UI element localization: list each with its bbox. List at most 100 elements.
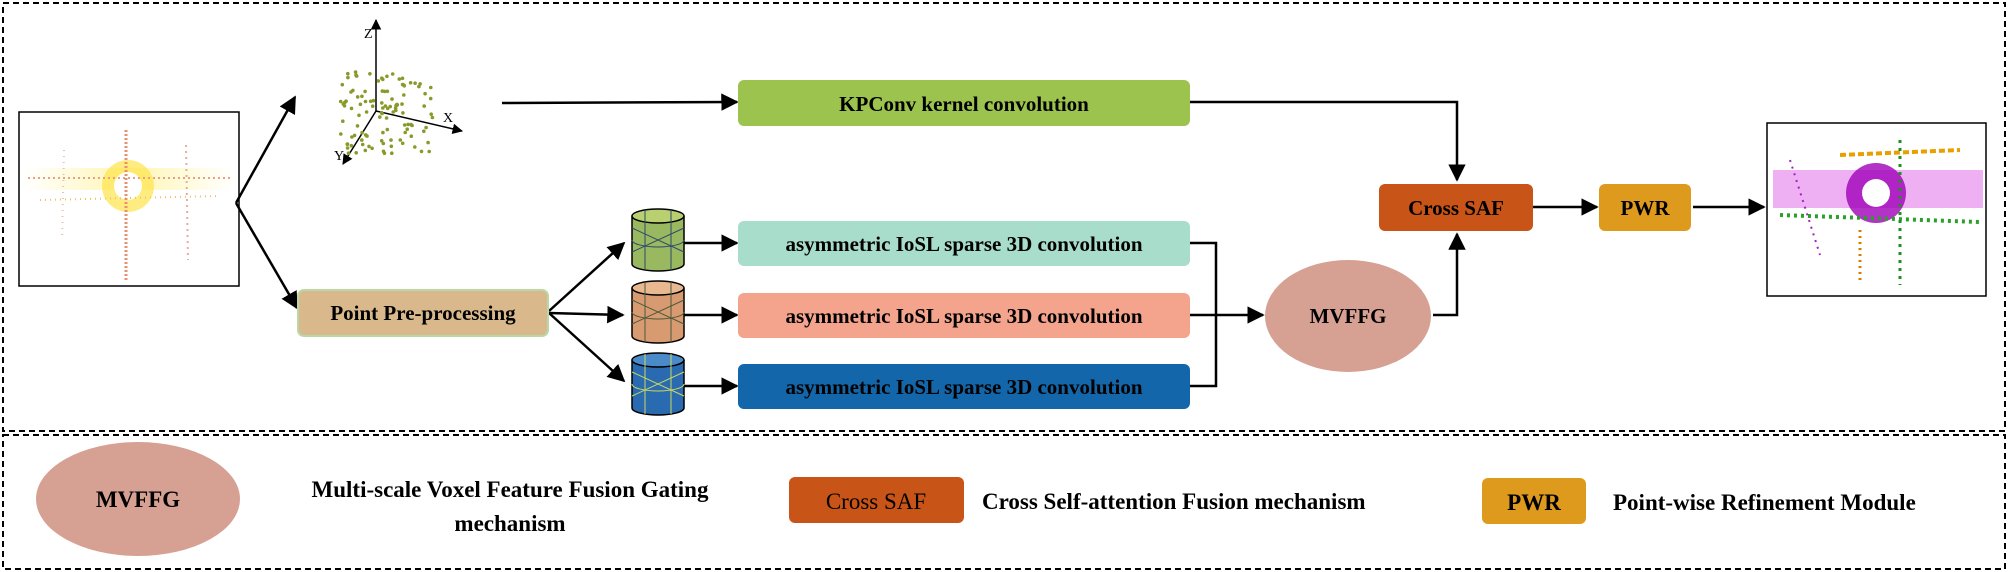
point-cloud-dot [338, 99, 343, 104]
point-cloud-dot [385, 106, 390, 111]
point-cloud-dot [379, 110, 384, 115]
point-cloud-dot [426, 140, 430, 145]
point-cloud-dot [363, 99, 368, 104]
conv-c-label: asymmetric IoSL sparse 3D convolution [786, 375, 1143, 399]
output-segmented-point-cloud-image [1766, 122, 1987, 297]
point-cloud-dot [409, 122, 413, 127]
conv-box-b: asymmetric IoSL sparse 3D convolution [738, 293, 1190, 338]
point-cloud-dot [429, 85, 433, 90]
point-cloud-dot [418, 82, 422, 86]
point-cloud-dot [351, 88, 355, 93]
point-cloud-dot [390, 151, 394, 155]
legend-pwr-desc: Point-wise Refinement Module [1613, 490, 1916, 515]
point-cloud-dot [401, 111, 405, 115]
point-cloud-dot [406, 122, 410, 127]
point-cloud-dot [378, 115, 382, 119]
x-axis-label: X [443, 111, 453, 126]
point-cloud-dot [355, 124, 360, 128]
point-cloud-dot [422, 104, 427, 108]
conv-box-c: asymmetric IoSL sparse 3D convolution [738, 364, 1190, 409]
point-cloud-dot [363, 148, 368, 153]
point-cloud-dot [390, 72, 395, 76]
legend-cross-saf-badge [789, 477, 964, 523]
point-cloud-dot [370, 146, 374, 151]
point-cloud-dot [405, 127, 410, 131]
point-cloud-dot [390, 97, 394, 101]
conv-a-label: asymmetric IoSL sparse 3D convolution [786, 232, 1143, 256]
point-cloud-dot [395, 102, 399, 107]
point-cloud-dot [376, 79, 381, 83]
legend-pwr-badge-label: PWR [1507, 490, 1561, 515]
point-preprocessing-box: Point Pre-processing [297, 289, 549, 337]
point-cloud-dot [402, 84, 407, 88]
point-cloud-dot [419, 149, 424, 154]
point-cloud-dot [357, 113, 361, 118]
point-cloud-dot [400, 102, 404, 106]
arrow-to-preprocessing [234, 202, 299, 310]
legend-cross-saf-desc: Cross Self-attention Fusion mechanism [982, 489, 1366, 514]
point-cloud-dot [355, 95, 360, 99]
point-cloud-dot [354, 151, 359, 155]
arrow-to-kpconv [501, 93, 739, 111]
point-cloud-dot [380, 101, 384, 105]
point-cloud-dot [368, 99, 373, 104]
point-cloud-dot [383, 104, 388, 108]
conv-b-label: asymmetric IoSL sparse 3D convolution [786, 304, 1143, 328]
point-cloud-dot [363, 89, 367, 94]
point-cloud-dot [363, 133, 368, 137]
point-cloud-dot [345, 142, 350, 146]
point-cloud-dot [349, 143, 354, 148]
point-cloud-dot [389, 138, 393, 142]
point-cloud-dot [381, 106, 385, 110]
point-cloud-dot [339, 132, 343, 136]
point-cloud-dot [397, 77, 402, 81]
point-cloud-dot [427, 149, 432, 154]
point-cloud-dot [381, 141, 386, 146]
point-cloud-dot [382, 89, 387, 94]
voxel-cylinder-a [631, 208, 685, 272]
point-cloud-dot [352, 133, 357, 138]
point-cloud-dot [358, 102, 363, 107]
legend-cross-saf-badge-label: Cross SAF [826, 489, 926, 514]
point-cloud-dot [408, 81, 413, 85]
arrow-to-voxel-c [548, 312, 626, 383]
point-cloud-dot [430, 115, 435, 120]
legend-mvffg-badge-label: MVFFG [96, 487, 180, 512]
mvffg-node: MVFFG [1265, 260, 1431, 372]
legend-mvffg-desc-line2: mechanism [454, 511, 565, 536]
point-cloud-dot [385, 74, 389, 79]
point-cloud-dot [341, 119, 345, 123]
point-cloud-dot [350, 135, 354, 139]
point-cloud-dot [380, 76, 384, 80]
point-cloud-dot [360, 130, 364, 135]
voxel-cylinder-c [631, 352, 685, 416]
legend-mvffg-badge [36, 442, 240, 556]
legend-pwr-badge [1482, 478, 1586, 524]
point-cloud-dot [379, 139, 384, 143]
point-cloud-dot [346, 75, 350, 80]
point-cloud-dot [429, 112, 434, 116]
point-cloud-dot [349, 106, 354, 111]
point-cloud-dot [389, 144, 394, 149]
input-point-cloud-image [18, 111, 240, 287]
point-cloud-dot [367, 144, 371, 149]
preprocessing-label: Point Pre-processing [330, 301, 516, 325]
point-cloud-dot [402, 93, 406, 97]
point-cloud-dot [385, 89, 390, 94]
point-cloud-dot [402, 123, 407, 127]
voxel-cylinder-b [631, 280, 685, 344]
point-cloud-dot [409, 134, 414, 138]
kpconv-label: KPConv kernel convolution [839, 92, 1089, 116]
point-cloud-dot [394, 108, 398, 113]
point-cloud-dot [398, 138, 403, 142]
cross-saf-label: Cross SAF [1408, 196, 1504, 220]
point-cloud-dot [422, 129, 426, 133]
legend-pwr: PWR Point-wise Refinement Module [1482, 478, 1916, 524]
arrow-mvffg-to-saf [1433, 232, 1466, 317]
point-cloud-dot [385, 127, 390, 132]
point-cloud-dot [384, 116, 389, 120]
legend-panel-frame [2, 434, 2006, 570]
point-cloud-dot [400, 141, 405, 146]
point-cloud-dot [424, 125, 428, 130]
cross-saf-box: Cross SAF [1379, 184, 1533, 231]
